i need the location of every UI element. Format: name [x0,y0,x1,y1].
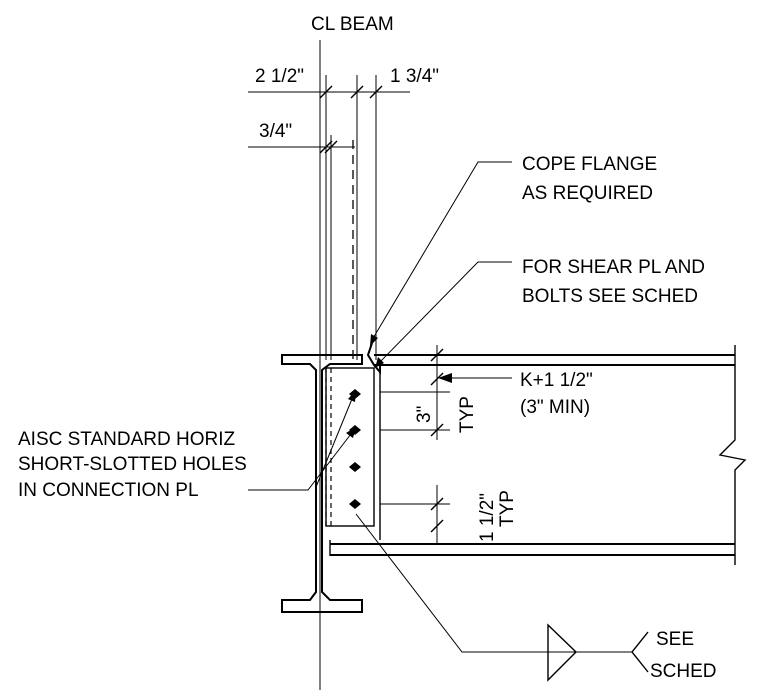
right-dimensions [380,345,512,545]
bolt-hole [349,462,361,472]
beam-elevation [329,342,747,565]
column-section [281,354,363,613]
see-label: SEE [656,629,694,650]
k-min-label: (3" MIN) [520,397,590,418]
bolt-hole [349,499,361,509]
dim-3-label: 3" [414,406,435,423]
bolt-group [349,389,361,509]
typ-label-1: TYP [457,396,478,433]
aisc-label-line2: SHORT-SLOTTED HOLES [18,454,247,475]
dim-1-1-2-label: 1 1/2" [477,493,498,542]
aisc-label-line1: AISC STANDARD HORIZ [18,429,236,450]
cope-flange-label: COPE FLANGE [522,154,657,175]
dim-2-1-2-label: 2 1/2" [255,66,304,87]
shear-plate [325,367,375,527]
typ-label-2: TYP [497,490,518,527]
dim-1-3-4-label: 1 3/4" [390,66,439,87]
dim-3-4-label: 3/4" [259,121,292,142]
shear-plate-label: FOR SHEAR PL AND [522,257,705,278]
cl-beam-label: CL BEAM [311,14,394,35]
k-dimension-label: K+1 1/2" [520,370,593,391]
top-dimensions [248,75,410,360]
cope-required-label: AS REQUIRED [522,183,653,204]
aisc-label-line3: IN CONNECTION PL [18,480,199,501]
weld-symbol [547,623,649,682]
sched-label: SCHED [650,661,717,682]
bolts-sched-label: BOLTS SEE SCHED [522,286,698,307]
